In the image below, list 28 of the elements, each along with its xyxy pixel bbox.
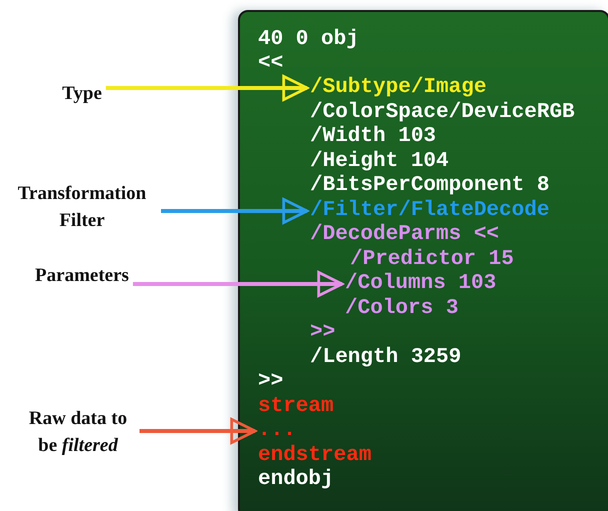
annotation-label: Type	[62, 80, 102, 106]
code-line: /Filter/FlateDecode	[310, 199, 550, 223]
code-line: /Subtype/Image	[310, 76, 486, 100]
code-line: /Length 3259	[310, 346, 462, 370]
arrow	[132, 270, 344, 298]
code-line: endobj	[258, 468, 334, 492]
code-line: /Colors 3	[345, 297, 458, 321]
code-line: /BitsPerComponent 8	[310, 174, 550, 198]
annotation-label: Transformation Filter	[7, 180, 157, 234]
code-line: /Width 103	[310, 125, 436, 149]
arrow	[140, 418, 256, 444]
code-line: >>	[310, 321, 336, 345]
code-line: endstream	[258, 444, 372, 468]
arrow	[106, 74, 308, 102]
code-line: /DecodeParms <<	[310, 223, 500, 247]
arrow	[161, 198, 308, 224]
code-line: ...	[258, 419, 296, 443]
code-line: /ColorSpace/DeviceRGB	[310, 101, 575, 125]
code-line: /Height 104	[310, 150, 449, 174]
code-line: 40 0 obj	[258, 28, 359, 52]
code-line: /Predictor 15	[350, 248, 514, 272]
code-panel	[238, 10, 608, 511]
code-line: <<	[258, 52, 284, 76]
annotation-label: Raw data to be filtered	[20, 405, 136, 459]
code-line: /Columns 103	[345, 272, 496, 296]
code-line: >>	[258, 370, 284, 394]
annotation-label: Parameters	[35, 262, 129, 288]
code-line: stream	[258, 395, 334, 419]
